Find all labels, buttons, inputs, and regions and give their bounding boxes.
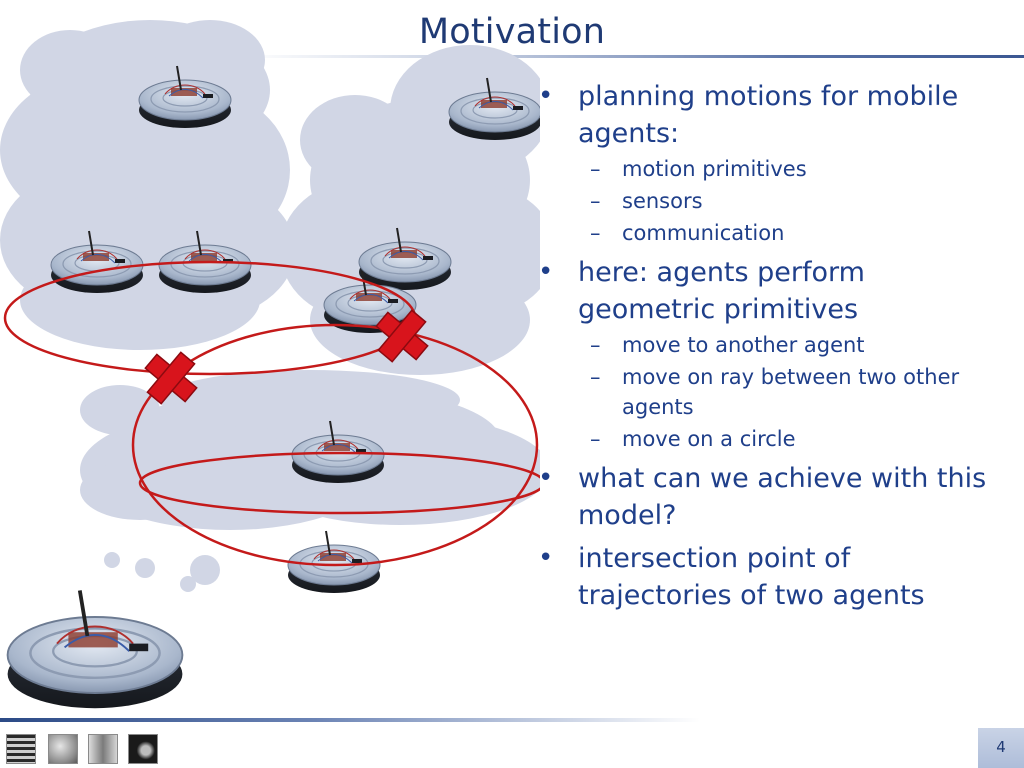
slide-title: Motivation — [418, 12, 606, 52]
sub-bullet-text: sensors — [622, 189, 703, 213]
bullet-text: what can we achieve with this model? — [578, 463, 987, 531]
bullet-item: • what can we achieve with this model? — [538, 460, 1008, 534]
robot-icon — [287, 530, 381, 594]
sub-bullet-text: move to another agent — [622, 333, 865, 357]
thumbnail-4 — [128, 734, 158, 764]
page-number-box — [978, 728, 1024, 768]
dash-marker: – — [590, 189, 601, 213]
page-number: 4 — [996, 738, 1006, 756]
sub-bullet-text: move on a circle — [622, 427, 796, 451]
robot-icon-large — [5, 588, 185, 711]
red-cross-icon — [375, 309, 429, 363]
title-divider — [240, 55, 1024, 58]
bullet-item: • here: agents perform geometric primiti… — [538, 254, 1008, 328]
bullet-text: here: agents perform geometric primitive… — [578, 257, 865, 325]
thumbnail-3 — [88, 734, 118, 764]
dash-marker: – — [590, 157, 601, 181]
bullet-list: • planning motions for mobile agents: – … — [538, 78, 1008, 616]
sub-bullet-item: – motion primitives — [538, 154, 1008, 184]
bullet-marker: • — [538, 463, 554, 493]
sub-bullet-text: motion primitives — [622, 157, 807, 181]
sub-bullet-item: – move on a circle — [538, 424, 1008, 454]
bullet-item: • planning motions for mobile agents: — [538, 78, 1008, 152]
sub-bullet-item: – communication — [538, 218, 1008, 248]
footer-divider — [0, 718, 700, 722]
thumbnail-1 — [6, 734, 36, 764]
bullet-marker: • — [538, 81, 554, 111]
sub-bullet-item: – move to another agent — [538, 330, 1008, 360]
robot-illustration — [0, 20, 540, 711]
dash-marker: – — [590, 221, 601, 245]
sub-bullet-text: communication — [622, 221, 785, 245]
bullet-marker: • — [538, 257, 554, 287]
sub-bullet-item: – move on ray between two other agents — [538, 362, 1008, 422]
sub-bullet-text: move on ray between two other agents — [622, 365, 960, 419]
bullet-marker: • — [538, 543, 554, 573]
red-cross-icon — [144, 351, 198, 405]
bullet-item: • intersection point of trajectories of … — [538, 540, 1008, 614]
dash-marker: – — [590, 427, 601, 451]
bullet-text: intersection point of trajectories of tw… — [578, 543, 925, 611]
dash-marker: – — [590, 333, 601, 357]
thumbnail-2 — [48, 734, 78, 764]
bullet-text: planning motions for mobile agents: — [578, 81, 959, 149]
sub-bullet-item: – sensors — [538, 186, 1008, 216]
thought-cloud-top-left-icon — [0, 20, 295, 350]
dash-marker: – — [590, 365, 601, 389]
